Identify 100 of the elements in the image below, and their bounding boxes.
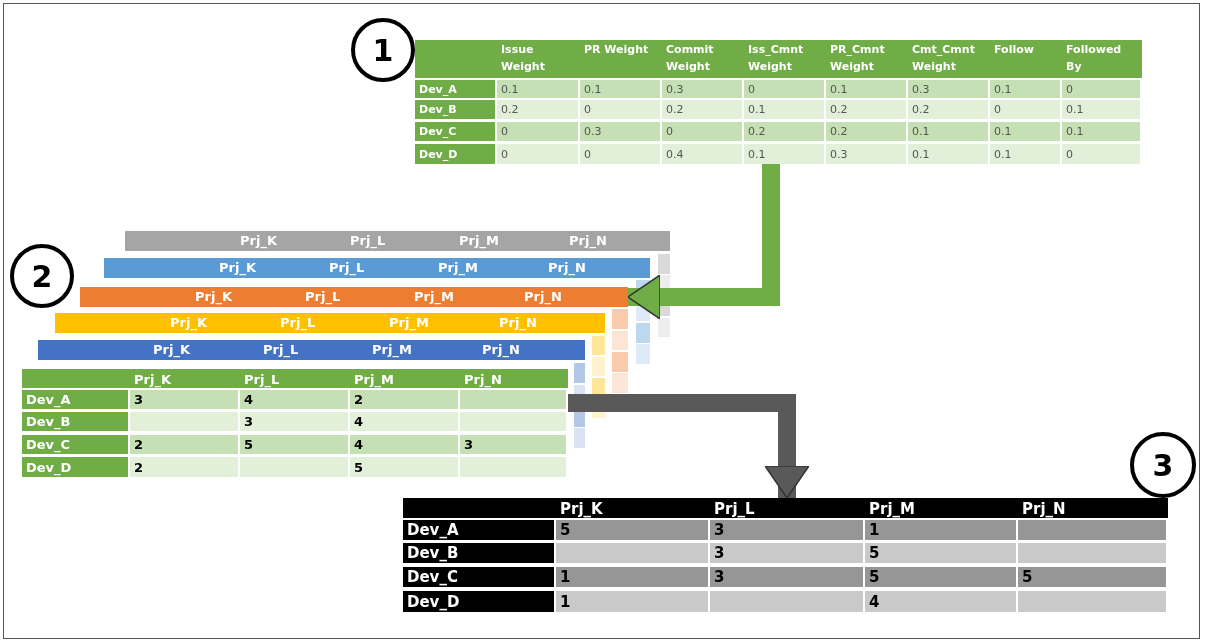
column-header: Prj_M (869, 499, 916, 519)
callout-number: 3 (1130, 432, 1196, 498)
data-cell: 0.4 (662, 144, 742, 164)
data-cell: 0 (1062, 144, 1140, 164)
data-cell: 0.1 (744, 100, 824, 119)
data-table (22, 369, 568, 477)
data-cell: 0.2 (497, 100, 578, 119)
callout-number: 1 (351, 18, 415, 82)
data-cell: 4 (240, 390, 348, 409)
data-cell: 5 (865, 543, 1016, 563)
data-cell: 0 (497, 122, 578, 141)
data-cell: 0.1 (1062, 100, 1140, 119)
data-cell: 0.2 (662, 100, 742, 119)
data-cell: 0.1 (990, 122, 1060, 141)
column-header: Prj_N (548, 259, 586, 277)
data-cell: 0.1 (908, 122, 988, 141)
column-header: Follow (994, 42, 1035, 58)
row-label: Dev_C (415, 122, 495, 141)
data-cell: 0 (990, 100, 1060, 119)
callout-number: 2 (10, 244, 74, 308)
column-header: Prj_L (329, 259, 365, 277)
data-cell: 2 (130, 457, 238, 477)
row-label: Dev_C (22, 435, 128, 454)
column-header: Issue Weight (501, 42, 546, 75)
data-cell: 3 (240, 412, 348, 431)
data-cell: 0.2 (826, 122, 906, 141)
data-cell: 3 (710, 567, 863, 587)
column-header: Prj_N (524, 288, 562, 306)
data-cell: 5 (240, 435, 348, 454)
column-header: Prj_M (459, 232, 499, 250)
data-cell: 0.1 (990, 144, 1060, 164)
column-header: PR Weight (584, 42, 650, 58)
data-cell: 1 (865, 520, 1016, 540)
column-header: Cmt_Cmnt Weight (912, 42, 976, 75)
data-cell: 0 (662, 122, 742, 141)
data-cell: 0.2 (908, 100, 988, 119)
data-cell: 0 (497, 144, 578, 164)
data-cell: 0 (580, 100, 660, 119)
column-header: Prj_K (170, 314, 207, 332)
data-cell: 0.1 (826, 80, 906, 98)
row-label: Dev_B (22, 412, 128, 431)
arrow (627, 164, 780, 320)
data-cell: 5 (865, 567, 1016, 587)
data-cell: 3 (710, 543, 863, 563)
data-cell: 4 (865, 591, 1016, 612)
column-header: Prj_M (389, 314, 429, 332)
row-label: Dev_B (403, 543, 554, 563)
data-cell: 2 (130, 435, 238, 454)
column-header: Prj_N (1022, 499, 1067, 519)
column-header: Prj_L (244, 371, 281, 389)
column-header: Prj_M (354, 371, 395, 389)
data-cell: 2 (350, 390, 458, 409)
column-header: Followed By (1066, 42, 1123, 75)
data-cell: 5 (556, 520, 708, 540)
row-label: Dev_C (403, 567, 554, 587)
column-header: Prj_N (482, 341, 520, 359)
data-cell: 4 (350, 435, 458, 454)
data-table (403, 498, 1168, 614)
row-label: Dev_D (415, 144, 495, 164)
data-cell: 3 (710, 520, 863, 540)
column-header: Commit Weight (666, 42, 715, 75)
data-cell: 0.1 (497, 80, 578, 98)
column-header: Prj_M (414, 288, 454, 306)
data-cell: 0.1 (990, 80, 1060, 98)
data-cell: 0.3 (826, 144, 906, 164)
column-header: Prj_M (372, 341, 412, 359)
column-header: Prj_L (714, 499, 756, 519)
column-header: Prj_K (240, 232, 277, 250)
row-label: Dev_D (403, 591, 554, 612)
data-cell: 5 (350, 457, 458, 477)
column-header: Prj_K (134, 371, 172, 389)
column-header: PR_Cmnt Weight (830, 42, 886, 75)
data-cell: 0.1 (580, 80, 660, 98)
data-cell: 1 (556, 567, 708, 587)
data-cell: 3 (460, 435, 566, 454)
column-header: Prj_K (195, 288, 232, 306)
column-header: Prj_L (263, 341, 299, 359)
header-bar (55, 313, 605, 333)
column-header: Prj_N (569, 232, 607, 250)
data-cell: 0.3 (662, 80, 742, 98)
column-header: Prj_L (305, 288, 341, 306)
column-header: Prj_M (438, 259, 478, 277)
data-cell: 0.1 (744, 144, 824, 164)
data-cell: 3 (130, 390, 238, 409)
row-label: Dev_A (415, 80, 495, 98)
arrow (568, 394, 810, 499)
data-cell: 4 (350, 412, 458, 431)
data-cell: 0.2 (744, 122, 824, 141)
row-label: Dev_A (22, 390, 128, 409)
column-header: Prj_N (499, 314, 537, 332)
data-cell: 5 (1018, 567, 1166, 587)
data-cell: 0.1 (908, 144, 988, 164)
column-header: Iss_Cmnt Weight (748, 42, 805, 75)
data-cell: 0 (744, 80, 824, 98)
column-header: Prj_L (350, 232, 386, 250)
column-header: Prj_L (280, 314, 316, 332)
row-label: Dev_D (22, 457, 128, 477)
data-table (415, 40, 1142, 164)
header-bar (80, 287, 628, 307)
data-cell: 0 (580, 144, 660, 164)
